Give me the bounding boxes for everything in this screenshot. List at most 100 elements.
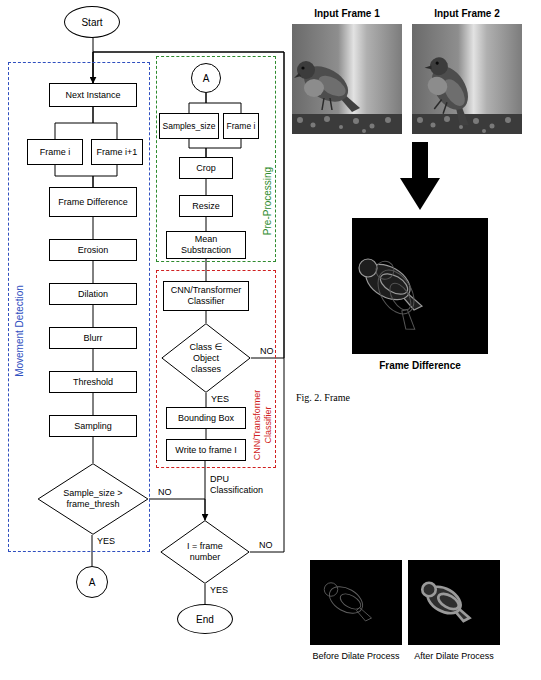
flow-connector (55, 165, 93, 187)
node-label: Erosion (78, 245, 109, 256)
node-label: Next Instance (65, 90, 120, 101)
edge-label: YES (209, 585, 229, 596)
process-box: Erosion (49, 239, 137, 261)
region-band: Pre-Processing A Samples_size Frame i CropRe… (156, 56, 276, 262)
flow-connector (93, 261, 94, 283)
input-frame-2-photo (412, 24, 522, 134)
node-label: Samples_size (163, 121, 216, 132)
flow-connector (206, 429, 207, 439)
node-label: Bounding Box (178, 413, 234, 424)
flow-connector (205, 584, 206, 604)
edge-label: YES (210, 394, 230, 405)
node-label: Sample_size > frame_thresh (57, 488, 129, 510)
flow-connector (149, 499, 205, 520)
after-dilate-image (408, 560, 500, 645)
flow-connector (93, 165, 117, 187)
node-label: Class ∈ Object classes (182, 342, 230, 375)
process-box: Samples_size (159, 113, 219, 139)
region-band: CNN/Transformer ClassifierCNN/Transforme… (156, 270, 276, 468)
image-title: Input Frame 2 (434, 8, 500, 20)
diamond-shape (161, 521, 249, 584)
flow-connector (206, 139, 241, 157)
process-box: Sampling (49, 415, 137, 437)
node-label: Frame i+1 (97, 147, 138, 158)
node-label: I = frame number (180, 541, 230, 563)
decision-diamond: I = frame number (160, 520, 250, 584)
image-background (352, 218, 488, 354)
photo-background (412, 24, 522, 134)
process-box: Dilation (49, 283, 137, 305)
flow-connector (93, 437, 94, 463)
flow-connector (93, 349, 94, 371)
node-label: Write to frame I (175, 445, 236, 456)
node-label: Dilation (78, 289, 108, 300)
process-box: Resize (179, 195, 233, 217)
process-box: CNN/Transformer Classifier (163, 281, 249, 311)
node-label: CNN/Transformer Classifier (166, 285, 246, 307)
diamond-shape (162, 324, 250, 393)
image-background (310, 560, 402, 645)
process-box: Frame i+1 (91, 139, 143, 165)
process-box: Next Instance (49, 83, 137, 107)
process-box: Write to frame I (166, 439, 246, 461)
flow-connector (206, 93, 241, 113)
pebble (324, 116, 330, 122)
stage-label: DPU Classification (210, 474, 276, 496)
edge-label: NO (157, 487, 173, 498)
flow-connector (189, 93, 206, 113)
image-title: Input Frame 1 (314, 8, 380, 20)
pebbles (297, 116, 391, 133)
image-title: Before Dilate Process (312, 651, 399, 662)
process-box: Bounding Box (166, 407, 246, 429)
flow-connector (55, 107, 93, 139)
region-label: Movement Detection (14, 285, 25, 377)
decision-diamond: Class ∈ Object classes (161, 323, 251, 393)
flow-connector (205, 461, 206, 520)
pebble (362, 129, 366, 133)
pebble (297, 117, 303, 123)
node-label: Resize (192, 201, 220, 212)
input-frame-1-photo (292, 24, 402, 134)
node-label: Frame Difference (58, 197, 127, 208)
figure-caption: Fig. 2. Frame (296, 392, 350, 404)
flow-connector (206, 311, 207, 323)
pebble (417, 117, 423, 123)
process-box: Crop (179, 157, 233, 179)
flow-connector (93, 305, 94, 327)
process-box: Blurr (49, 327, 137, 349)
connector-circle: A (76, 566, 108, 598)
node-label: Blurr (83, 333, 102, 344)
connector-circle: A (191, 63, 221, 93)
pebble (431, 123, 436, 128)
node-label: Mean Substraction (170, 234, 242, 256)
pebble (459, 125, 463, 129)
flow-connector (93, 107, 117, 139)
flow-connector (92, 535, 93, 566)
node-label: A (89, 577, 96, 588)
image-background (408, 560, 500, 645)
region-label: Pre-Processing (262, 167, 273, 235)
node-label: A (203, 73, 210, 84)
photo-ground (292, 114, 402, 134)
region-band: Movement Detection Next InstanceFrame i Fr… (8, 62, 150, 552)
flow-connector (189, 139, 206, 157)
terminal-oval: End (177, 604, 233, 634)
node-label: Sampling (74, 421, 112, 432)
photo-background (292, 24, 402, 134)
process-box: Frame i (27, 139, 83, 165)
image-title: Frame Difference (379, 360, 461, 372)
pebble (444, 116, 450, 122)
bird (412, 51, 492, 129)
edge-label: NO (258, 540, 274, 551)
pebble (490, 124, 495, 129)
region-label: CNN/Transformer Classifier (252, 383, 274, 467)
pebble (353, 118, 359, 124)
node-label: Start (81, 17, 102, 28)
frame-difference-image (352, 218, 488, 354)
node-label: Frame i (227, 121, 256, 132)
process-box: Mean Substraction (166, 231, 246, 259)
decision-diamond: Sample_size > frame_thresh (37, 463, 149, 535)
diamond-shape (38, 464, 148, 535)
bird-ghost (324, 581, 371, 621)
flow-connector (206, 393, 207, 407)
